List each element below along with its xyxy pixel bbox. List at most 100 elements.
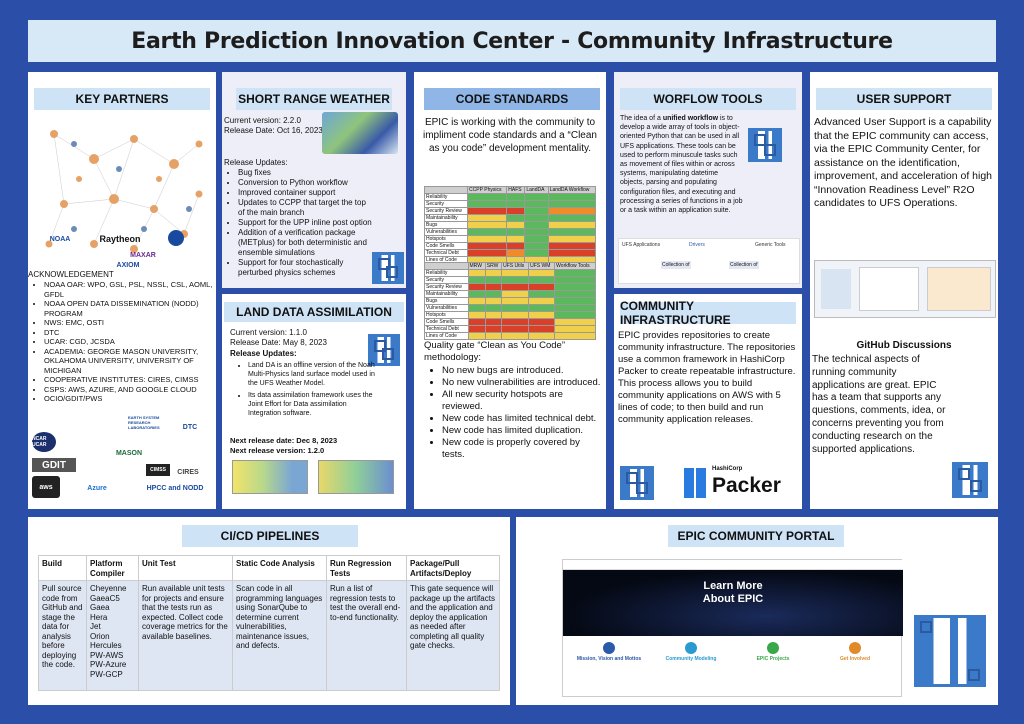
cicd-col-header: Platform Compiler	[86, 555, 139, 581]
wf-diagram-col1: Collection of	[661, 261, 691, 269]
gh-text: The technical aspects of running communi…	[812, 354, 946, 455]
maxar-logo: MAXAR	[130, 251, 156, 259]
packer-name: Packer	[712, 474, 781, 497]
portal-card[interactable]: Mission, Vision and Mottos	[571, 640, 647, 692]
dtc-logo: DTC	[182, 423, 198, 431]
cs-intro: EPIC is working with the community to im…	[423, 117, 597, 154]
ack-item: OCIO/GDIT/PWS	[44, 394, 214, 404]
ci-text: EPIC provides repositories to create com…	[618, 330, 796, 425]
srw-update: Conversion to Python workflow	[238, 178, 372, 188]
srw-header: SHORT RANGE WEATHER	[236, 88, 392, 110]
portal-card[interactable]: EPIC Projects	[735, 640, 811, 692]
axiom-logo: AXIOM	[116, 261, 140, 269]
land-da-panel: LAND DATA ASSIMILATION Current version: …	[222, 294, 406, 509]
srw-update: Improved container support	[238, 188, 372, 198]
lda-version: Current version: 1.1.0	[230, 328, 307, 337]
portal-card-title: Community Modeling	[665, 656, 717, 662]
portal-nav-bar	[563, 560, 903, 570]
ack-item: ACADEMIA: GEORGE MASON UNIVERSITY, OKLAH…	[44, 347, 214, 376]
azure-logo: Azure	[87, 484, 107, 492]
portal-hero-line1: Learn More	[703, 580, 763, 592]
cs-quality-list: No new bugs are introduced. No new vulne…	[428, 365, 604, 461]
srw-qr-code[interactable]	[372, 252, 404, 284]
gdit-logo: GDIT	[32, 458, 76, 472]
portal-screenshot[interactable]: Learn More About EPIC Mission, Vision an…	[562, 559, 903, 697]
workflow-tools-panel: WORFLOW TOOLS The idea of a unified work…	[614, 72, 802, 288]
cicd-panel: CI/CD PIPELINES Build Platform Compiler …	[28, 517, 510, 705]
ack-item: NWS: EMC, OSTI	[44, 318, 214, 328]
packer-brand: HashiCorp	[712, 466, 743, 472]
lda-updates-list: Land DA is an offline version of the Noa…	[234, 361, 378, 418]
ack-item: NOAA OAR: WPO, GSL, PSL, NSSL, CSL, AOML…	[44, 280, 214, 299]
wf-diagram-apps: UFS Applications	[622, 242, 661, 248]
community-infra-panel: COMMUNITY INFRASTRUCTURE EPIC provides r…	[614, 294, 802, 509]
cs-quality-item: All new security hotspots are reviewed.	[442, 389, 604, 413]
user-support-panel: USER SUPPORT Advanced User Support is a …	[810, 72, 998, 509]
srw-update: Updates to CCPP that target the top of t…	[238, 198, 372, 218]
mason-logo: MASON	[115, 449, 143, 457]
ack-item: COOPERATIVE INSTITUTES: CIRES, CIMSS	[44, 375, 214, 385]
lda-update: Land DA is an offline version of the Noa…	[248, 361, 378, 388]
portal-card-title: Mission, Vision and Mottos	[576, 656, 642, 662]
key-partners-panel: KEY PARTNERS NOAA Raytheon AXIOM MAXAR A…	[28, 72, 216, 509]
cicd-col-header: Unit Test	[138, 555, 233, 581]
wf-text-post: is to develop a wide array of tools in o…	[620, 115, 743, 215]
lda-next-version: Next release version: 1.2.0	[230, 446, 325, 455]
us-qr-code[interactable]	[952, 462, 988, 498]
page-title: Earth Prediction Innovation Center - Com…	[131, 28, 893, 54]
lda-map-right	[318, 460, 394, 494]
acknowledgement-list: NOAA OAR: WPO, GSL, PSL, NSSL, CSL, AOML…	[30, 280, 214, 404]
acknowledgement-label: ACKNOWLEDGEMENT	[28, 270, 114, 279]
us-header: USER SUPPORT	[816, 88, 992, 110]
portal-qr-code[interactable]	[914, 615, 986, 687]
wf-diagram: UFS Applications Collection of Drivers C…	[618, 238, 800, 284]
lda-release-date: Release Date: May 8, 2023	[230, 338, 327, 347]
wf-header: WORFLOW TOOLS	[620, 88, 796, 110]
srw-map-graphic	[322, 112, 398, 154]
cs-header: CODE STANDARDS	[424, 88, 600, 110]
cicd-cell: This gate sequence will package up the a…	[406, 580, 500, 691]
ack-item: CSPS: AWS, AZURE, AND GOOGLE CLOUD	[44, 385, 214, 395]
lda-qr-code[interactable]	[368, 334, 400, 366]
portal-card[interactable]: Community Modeling	[653, 640, 729, 692]
srw-update: Support for four stochastically perturbe…	[238, 258, 372, 278]
srw-updates-list: Bug fixes Conversion to Python workflow …	[224, 168, 372, 278]
ci-header: COMMUNITY INFRASTRUCTURE	[620, 299, 796, 327]
cicd-col-header: Static Code Analysis	[232, 555, 327, 581]
cs-quality-item: New code has limited technical debt.	[442, 413, 604, 425]
page-title-banner: Earth Prediction Innovation Center - Com…	[28, 20, 996, 62]
us-diagram-block	[821, 269, 851, 309]
srw-update: Bug fixes	[238, 168, 372, 178]
community-portal-panel: EPIC COMMUNITY PORTAL Learn More About E…	[516, 517, 998, 705]
cicd-cell: Run available unit tests for projects an…	[138, 580, 233, 691]
portal-card-icon	[767, 642, 779, 654]
wf-diagram-col2: Collection of	[729, 261, 759, 269]
short-range-weather-panel: SHORT RANGE WEATHER Current version: 2.2…	[222, 72, 406, 288]
portal-card-title: Get Involved	[839, 656, 870, 662]
lda-update: Its data assimilation framework uses the…	[248, 391, 378, 418]
ci-qr-code[interactable]	[620, 466, 654, 500]
portal-card-icon	[603, 642, 615, 654]
cs-quality-item: No new bugs are introduced.	[442, 365, 604, 377]
noaa-logo: NOAA	[49, 235, 71, 243]
srw-update: Support for the UPP inline post option	[238, 218, 372, 228]
cs-quality-item: New code has limited duplication.	[442, 425, 604, 437]
ack-item: UCAR: CGD, JCSDA	[44, 337, 214, 347]
srw-updates-label: Release Updates:	[224, 158, 288, 167]
wf-qr-code[interactable]	[748, 128, 782, 162]
noaa-seal-icon	[168, 230, 184, 246]
cicd-col-header: Package/Pull Artifacts/Deploy	[406, 555, 500, 581]
srw-version: Current version: 2.2.0	[224, 116, 301, 125]
gh-title: GitHub Discussions	[856, 340, 952, 351]
srw-release-date: Release Date: Oct 16, 2023	[224, 126, 323, 135]
wf-diagram-generic: Generic Tools	[755, 242, 786, 248]
aws-logo: aws	[32, 476, 60, 498]
cs-quality-gate-label: Quality gate “Clean as You Code” methodo…	[424, 340, 566, 363]
us-diagram-block	[927, 267, 991, 311]
cicd-header: CI/CD PIPELINES	[182, 525, 358, 547]
cires-logo: CIRES	[177, 468, 199, 476]
ack-item: NOAA OPEN DATA DISSEMINATION (NODD) PROG…	[44, 299, 214, 318]
portal-card[interactable]: Get Involved	[817, 640, 893, 692]
cs-quality-item: No new vulnerabilities are introduced.	[442, 377, 604, 389]
